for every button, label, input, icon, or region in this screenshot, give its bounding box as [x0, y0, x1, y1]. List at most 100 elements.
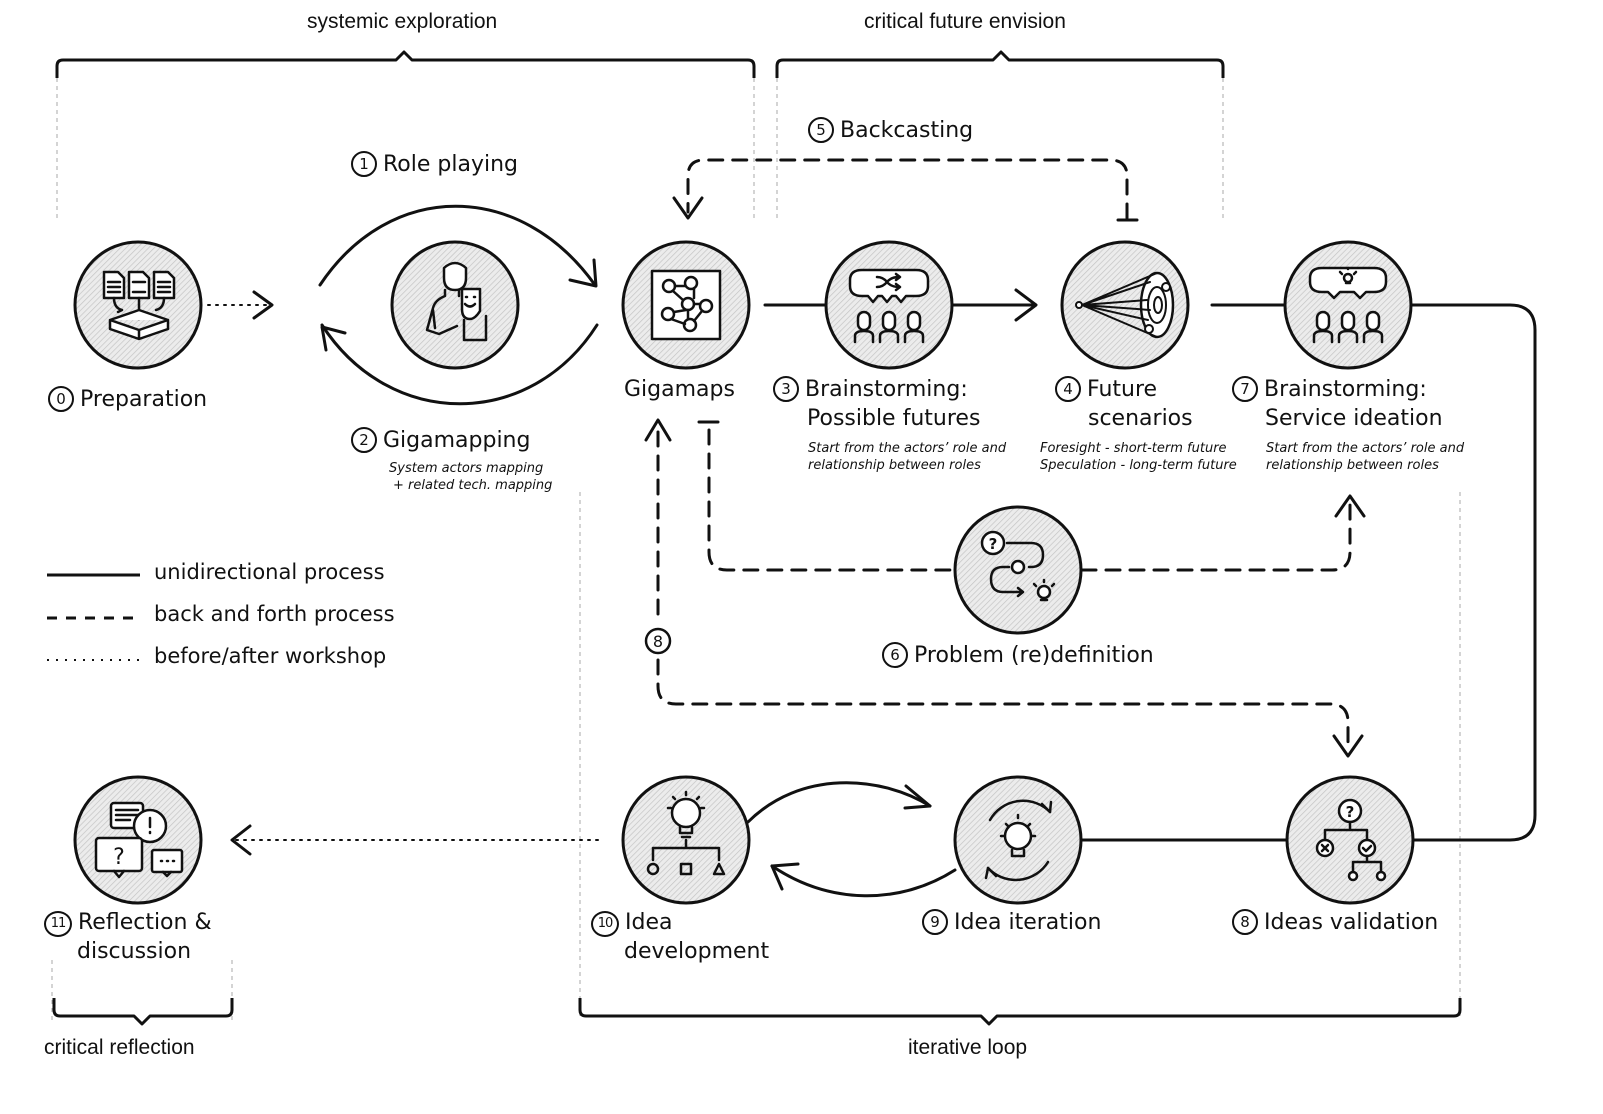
step-service-ideation-subtitle-2: relationship between roles	[1266, 458, 1439, 473]
step-title: Backcasting	[840, 118, 974, 143]
step-number: 0	[48, 386, 74, 412]
arrowhead	[644, 418, 672, 442]
legend-solid-label: unidirectional process	[154, 560, 385, 584]
brace-critical-reflection	[52, 998, 234, 1026]
step-service-ideation-node[interactable]	[1283, 240, 1413, 370]
arrowhead	[672, 196, 704, 220]
arc-gigamaps-to-roleplay	[320, 323, 599, 406]
group-label-critical-future: critical future envision	[864, 10, 1066, 33]
arrowhead	[1334, 494, 1366, 518]
group-shuffle-icon	[848, 268, 930, 344]
step-number: 3	[773, 376, 799, 402]
step-future-scenarios-subtitle-2: Speculation - long-term future	[1040, 458, 1237, 473]
step-title: Problem (re)definition	[914, 643, 1154, 668]
step-brainstorm-futures-label-2: Possible futures	[807, 406, 981, 431]
arc-roleplay-to-gigamaps	[318, 204, 597, 287]
arrowhead	[230, 824, 252, 856]
step-brainstorm-futures-node[interactable]	[824, 240, 954, 370]
arrowhead	[1332, 734, 1364, 758]
step-number: 9	[922, 909, 948, 935]
connector-backcasting	[686, 158, 1129, 220]
person-with-mask-icon	[425, 261, 488, 342]
arrowhead	[320, 325, 347, 352]
step-title: Brainstorming:	[1264, 377, 1427, 402]
svg-text:?: ?	[989, 535, 998, 553]
step-title: Idea	[625, 910, 673, 935]
documents-to-box-icon	[102, 270, 176, 341]
group-label-critical-reflection: critical reflection	[44, 1036, 195, 1059]
step-service-ideation-subtitle-1: Start from the actors’ role and	[1266, 441, 1465, 456]
svg-text:?: ?	[113, 845, 125, 870]
group-idea-icon	[1308, 266, 1388, 344]
step-gigamapping-subtitle-1: System actors mapping	[389, 461, 544, 476]
step-number: 2	[351, 427, 377, 453]
step-number: 1	[351, 151, 377, 177]
step-title: Reflection &	[78, 910, 212, 935]
step-title: Ideas validation	[1264, 910, 1439, 935]
step-number: 6	[882, 642, 908, 668]
step-title: Gigamapping	[383, 428, 531, 453]
step-title: Preparation	[80, 387, 208, 412]
step-idea-development-label-2: development	[624, 939, 770, 964]
step-gigamaps-label: Gigamaps	[624, 377, 735, 402]
step-number: 11	[44, 911, 72, 937]
arrowhead	[568, 258, 598, 288]
arrowhead	[770, 862, 800, 891]
problem-process-icon: ?	[980, 530, 1056, 602]
step-title: Idea iteration	[954, 910, 1102, 935]
guide-lines	[51, 78, 1461, 1020]
step-8-marker-num: 8	[653, 632, 663, 651]
group-label-iterative-loop: iterative loop	[908, 1036, 1028, 1059]
legend-dotted-label: before/after workshop	[154, 644, 387, 668]
brace-critical-future	[775, 50, 1225, 78]
discussion-bubbles-icon: ?	[94, 801, 184, 879]
arc-development-to-iteration	[746, 781, 932, 824]
brace-iterative-loop	[578, 998, 1462, 1026]
arrowhead	[903, 784, 932, 810]
step-number: 4	[1055, 376, 1081, 402]
step-future-scenarios-subtitle-1: Foresight - short-term future	[1040, 441, 1227, 456]
step-title: Brainstorming:	[805, 377, 968, 402]
step-number: 10	[591, 911, 619, 937]
step-future-scenarios-label-2: scenarios	[1088, 406, 1193, 431]
step-brainstorm-futures-subtitle-2: relationship between roles	[808, 458, 981, 473]
arrowhead	[252, 290, 274, 320]
idea-hierarchy-icon	[646, 790, 726, 876]
step-roleplay-node[interactable]	[390, 240, 520, 370]
legend-swatches	[47, 573, 140, 661]
step-brainstorm-futures-subtitle-1: Start from the actors’ role and	[808, 441, 1007, 456]
legend-dashed-label: back and forth process	[154, 602, 395, 626]
svg-text:?: ?	[1346, 803, 1355, 821]
step-ideas-validation-node[interactable]	[1285, 775, 1415, 905]
step-title: Future	[1087, 377, 1158, 402]
step-number: 5	[808, 117, 834, 143]
step-title: Role playing	[383, 152, 518, 177]
group-label-systemic-exploration: systemic exploration	[307, 10, 498, 33]
arc-iteration-to-development	[770, 864, 957, 898]
network-map-icon	[650, 269, 722, 341]
step-gigamapping-subtitle-2: + related tech. mapping	[393, 478, 553, 493]
step-service-ideation-label-2: Service ideation	[1265, 406, 1443, 431]
decision-tree-icon: ?	[1315, 798, 1387, 882]
brace-systemic-exploration	[55, 50, 756, 78]
future-cone-icon	[1075, 271, 1175, 339]
connector-ideation-to-validation	[1410, 303, 1537, 842]
step-8-marker	[644, 627, 672, 655]
step-number: 7	[1232, 376, 1258, 402]
arrowhead	[1014, 288, 1038, 322]
connector-gigamaps-validation	[656, 430, 1350, 750]
idea-cycle-icon	[984, 799, 1053, 882]
